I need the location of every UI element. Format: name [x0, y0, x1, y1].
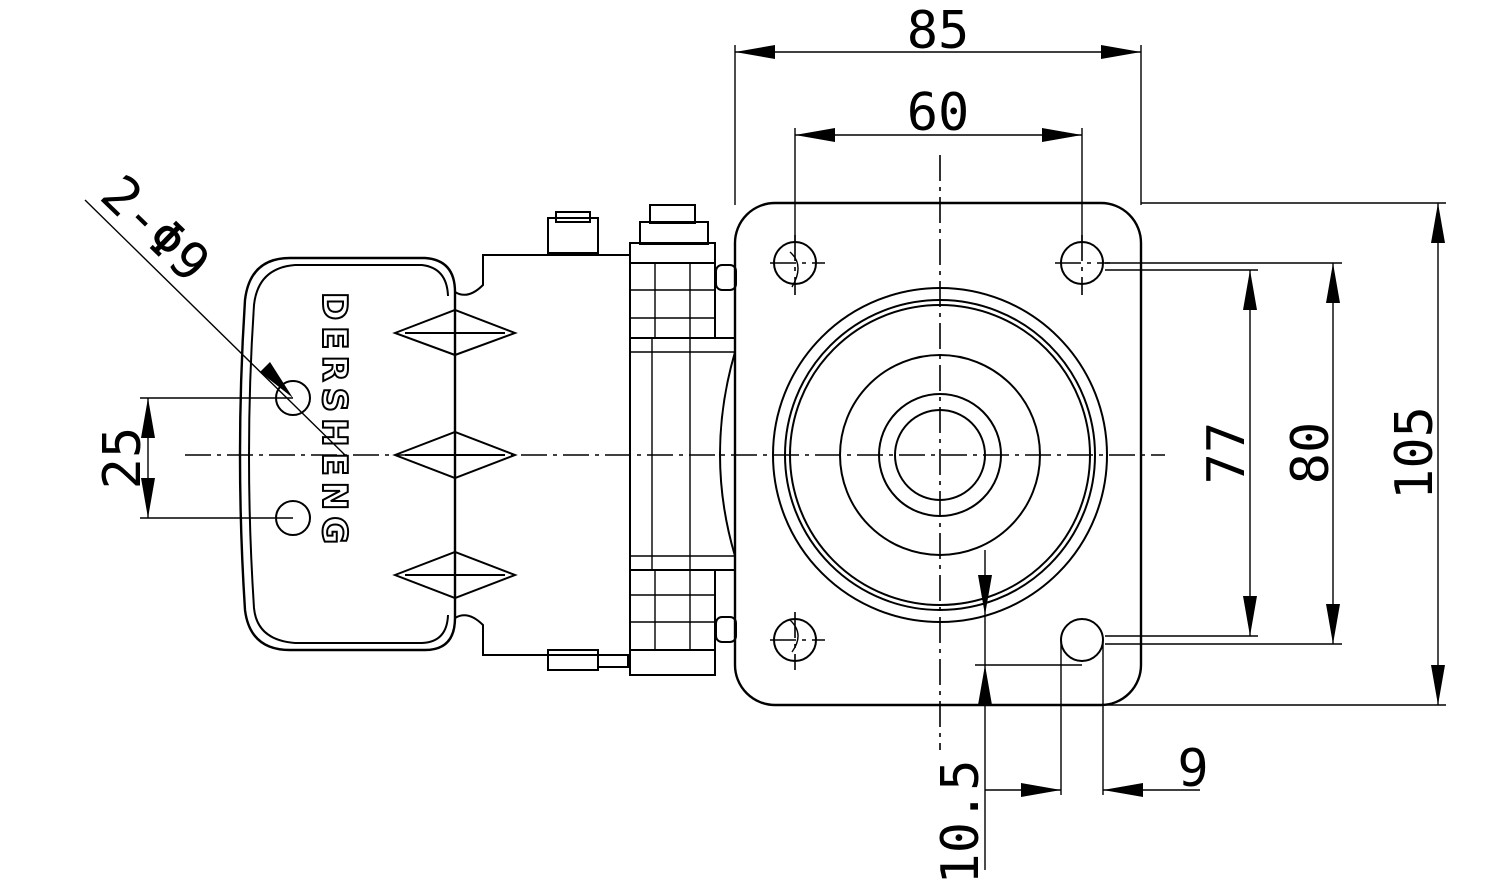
fork-assembly — [454, 204, 737, 676]
pedal-spike-top — [392, 308, 518, 357]
dimension-lines — [84, 45, 1446, 870]
dim-hole-spacing-y: 77 — [1197, 422, 1257, 485]
center-lines — [185, 155, 1165, 750]
top-plate — [733, 201, 1143, 707]
dim-edge-offset: 10.5 — [931, 759, 991, 883]
dim-plate-inner: 80 — [1281, 422, 1341, 485]
dim-plate-height: 105 — [1385, 406, 1445, 500]
pedal-spike-bottom — [392, 550, 518, 600]
dim-hole-diameter: 9 — [1177, 739, 1208, 799]
dim-plate-width: 85 — [907, 1, 970, 61]
dim-hole-spacing-x: 60 — [907, 83, 970, 143]
dimension-labels: 85 60 77 80 105 10.5 9 25 2-Φ9 — [89, 1, 1445, 883]
dim-lock-holes: 2-Φ9 — [89, 164, 221, 294]
brand-text: DERSHENG — [314, 292, 354, 550]
bolt-hole-bottom-right — [1060, 618, 1104, 662]
pedal-spike-middle — [392, 430, 518, 480]
brake-pedal: DERSHENG — [238, 256, 518, 652]
dim-lock-spacing: 25 — [93, 427, 153, 490]
